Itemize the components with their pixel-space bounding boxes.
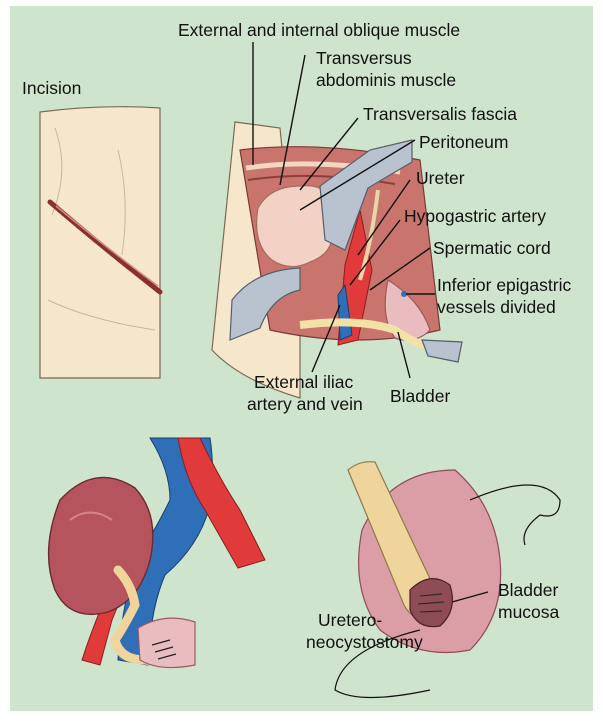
label-iliac-line1: External iliac <box>254 372 353 392</box>
label-transversalis-fascia: Transversalis fascia <box>363 104 517 124</box>
label-transversus-line1: Transversus <box>316 48 412 68</box>
label-bladder: Bladder <box>390 386 450 406</box>
incision-panel <box>40 107 160 378</box>
label-peritoneum: Peritoneum <box>419 132 509 152</box>
label-uretero-line2: neocystostomy <box>306 632 423 652</box>
label-ureter: Ureter <box>416 168 465 188</box>
label-oblique-muscle: External and internal oblique muscle <box>178 20 460 40</box>
label-mucosa-line2: mucosa <box>498 602 560 622</box>
label-mucosa-line1: Bladder <box>498 580 558 600</box>
label-spermatic-cord: Spermatic cord <box>433 238 551 258</box>
label-incision: Incision <box>22 78 81 98</box>
label-epigastric-line1: Inferior epigastric <box>437 275 571 295</box>
label-epigastric-line2: vessels divided <box>437 297 556 317</box>
label-hypogastric-artery: Hypogastric artery <box>404 206 546 226</box>
label-uretero-line1: Uretero- <box>318 610 382 630</box>
recipient-bladder <box>138 618 195 667</box>
label-iliac-line2: artery and vein <box>247 394 363 414</box>
label-transversus-line2: abdominis muscle <box>316 70 456 90</box>
exposure-panel <box>212 122 462 398</box>
right-retractor <box>422 340 462 362</box>
kidney-panel <box>49 438 265 668</box>
